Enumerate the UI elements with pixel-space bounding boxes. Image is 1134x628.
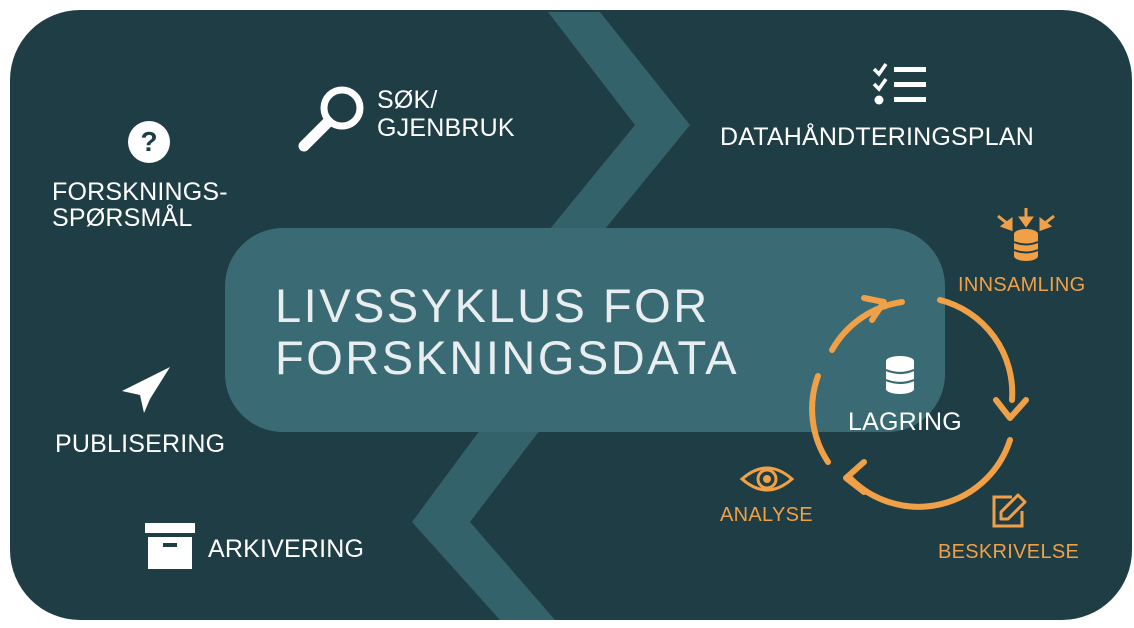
- arrowhead-bottom: [843, 459, 867, 495]
- arrowhead-top: [861, 295, 887, 323]
- cycle-arrow-left: [809, 373, 831, 465]
- database-inflow-icon: [997, 208, 1055, 261]
- description-label: BESKRIVELSE: [938, 541, 1080, 563]
- cycle-arrowheads: [843, 295, 1029, 495]
- collection-label: INNSAMLING: [958, 274, 1086, 296]
- diagram-title-line-2: FORSKNINGSDATA: [275, 331, 740, 384]
- eye-icon: [739, 466, 795, 492]
- chevron-lower: [412, 430, 555, 620]
- search-label-2: GJENBRUK: [377, 114, 515, 142]
- archiving-label: ARKIVERING: [208, 535, 365, 563]
- paper-plane-icon: [122, 367, 170, 413]
- archive-box-icon: [145, 523, 195, 569]
- chevron-upper: [545, 12, 690, 235]
- data-plan-label: DATAHÅNDTERINGSPLAN: [720, 123, 1035, 151]
- cycle-arrow-bottom: [847, 437, 1013, 510]
- question-circle-icon: ?: [128, 121, 170, 163]
- arrowhead-right: [993, 397, 1029, 421]
- database-icon: [885, 356, 915, 394]
- diagram-title-line-1: LIVSSYKLUS FOR: [275, 279, 710, 332]
- storage-label: LAGRING: [848, 408, 962, 436]
- edit-icon: [992, 493, 1027, 528]
- analysis-label: ANALYSE: [720, 504, 813, 526]
- search-label-1: SØK/: [377, 86, 438, 114]
- cycle-arrows: [809, 297, 1016, 510]
- title-band: [225, 228, 945, 432]
- cycle-arrow-top: [829, 299, 905, 353]
- research-question-label-1: FORSKNINGS-: [52, 178, 228, 206]
- magnifier-icon: [298, 86, 364, 152]
- publishing-label: PUBLISERING: [55, 430, 226, 458]
- svg-text:?: ?: [140, 126, 157, 157]
- research-question-label-2: SPØRSMÅL: [52, 204, 193, 232]
- checklist-icon: [872, 62, 926, 105]
- cycle-arrow-right: [937, 297, 1016, 403]
